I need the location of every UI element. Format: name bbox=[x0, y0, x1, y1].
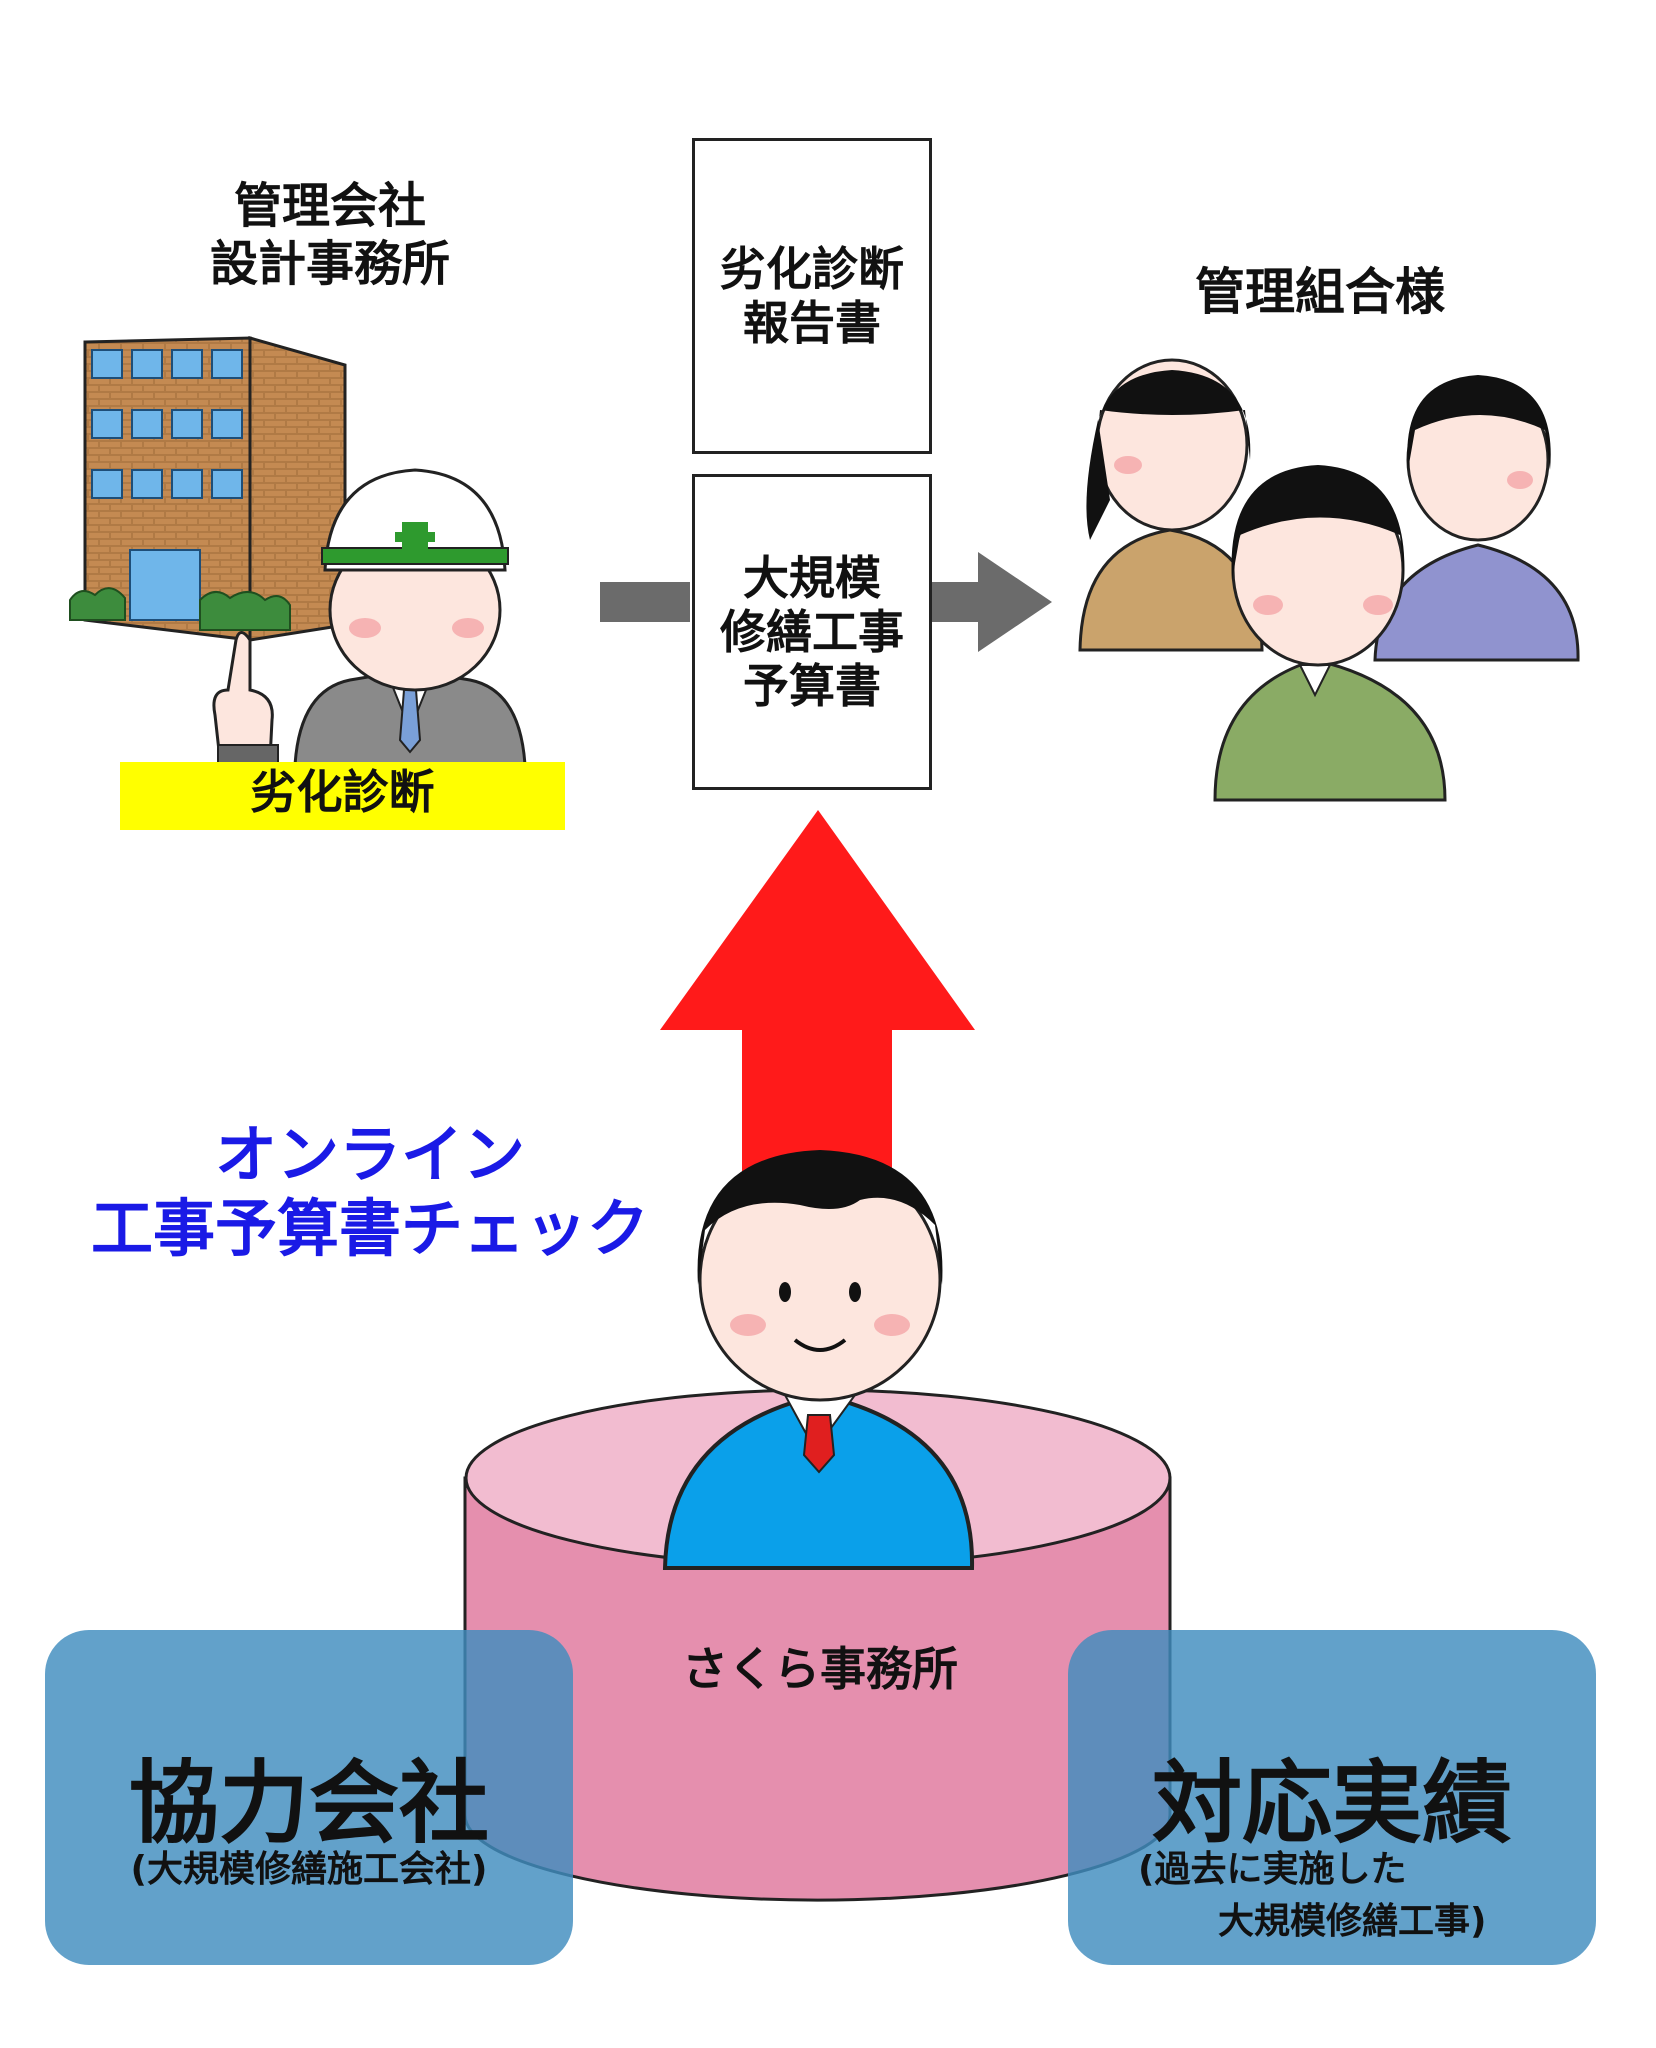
partner-companies-title: 協力会社 bbox=[129, 1751, 489, 1856]
inspection-banner-bg bbox=[120, 762, 565, 830]
inspection-report-document: 劣化診断 報告書 bbox=[692, 138, 932, 454]
inspection-banner-label: 劣化診断 bbox=[250, 765, 435, 819]
inspector-person-icon bbox=[212, 468, 527, 771]
online-check-label: オンライン 工事予算書チェック bbox=[50, 1118, 690, 1267]
budget-document: 大規模 修繕工事 予算書 bbox=[692, 474, 932, 790]
sakura-staff-person-icon bbox=[662, 1150, 975, 1570]
track-record-box: 対応実績 (過去に実施した 大規模修繕工事) bbox=[1068, 1630, 1596, 1965]
online-check-line1: オンライン bbox=[214, 1118, 525, 1191]
track-record-subtitle-line1: (過去に実施した bbox=[1138, 1849, 1407, 1890]
office-building-icon bbox=[69, 336, 347, 642]
red-upward-arrow bbox=[660, 810, 975, 1205]
track-record-subtitle-line2: 大規模修繕工事) bbox=[1218, 1901, 1487, 1942]
sakura-office-label: さくら事務所 bbox=[682, 1642, 958, 1696]
online-check-line2: 工事予算書チェック bbox=[90, 1192, 649, 1266]
mgmt-company-line1: 管理会社 bbox=[233, 178, 426, 234]
track-record-title: 対応実績 bbox=[1152, 1751, 1512, 1856]
gray-flow-arrow bbox=[600, 552, 1052, 652]
mgmt-company-label: 管理会社 設計事務所 bbox=[140, 178, 520, 293]
association-label: 管理組合様 bbox=[1195, 263, 1445, 321]
partner-companies-subtitle: (大規模修繕施工会社) bbox=[130, 1849, 488, 1890]
mgmt-company-line2: 設計事務所 bbox=[209, 235, 450, 292]
partner-companies-box: 協力会社 (大規模修繕施工会社) bbox=[45, 1630, 573, 1965]
association-people-icon bbox=[1078, 358, 1580, 802]
